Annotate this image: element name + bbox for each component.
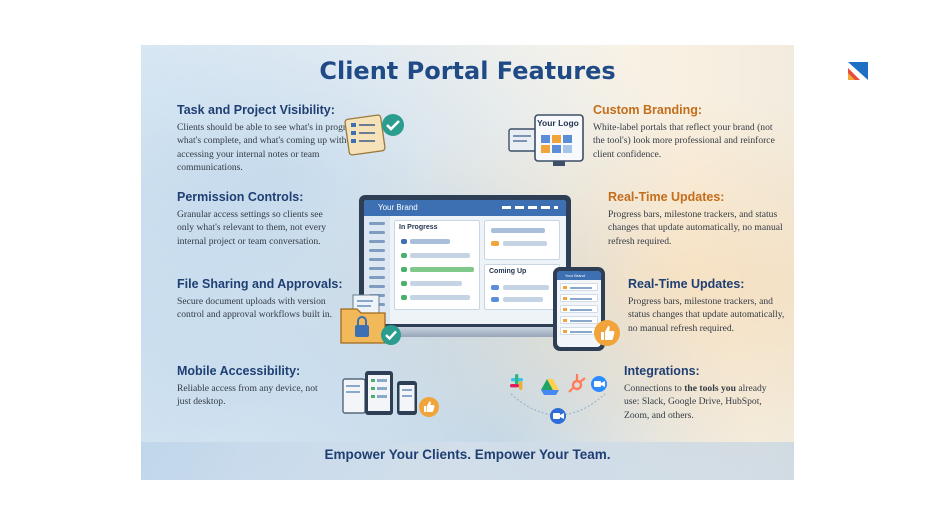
your-logo-label: Your Logo bbox=[537, 118, 579, 128]
feature-realtime-updates-2: Real-Time Updates: Progress bars, milest… bbox=[628, 277, 788, 335]
devices-icon bbox=[342, 371, 439, 417]
feature-mobile-accessibility: Mobile Accessibility: Reliable access fr… bbox=[177, 364, 327, 409]
page-title: Client Portal Features bbox=[319, 57, 616, 85]
feature-body: Granular access settings so clients see … bbox=[177, 209, 327, 247]
feature-task-visibility: Task and Project Visibility: Clients sho… bbox=[177, 103, 377, 175]
laptop-header: Your Brand bbox=[364, 200, 566, 216]
checklist-icon bbox=[344, 114, 404, 156]
feature-heading: Real-Time Updates: bbox=[628, 277, 745, 291]
coming-up-label: Coming Up bbox=[489, 268, 527, 275]
video-call-icon bbox=[550, 408, 566, 424]
phone-portal-illustration: Your Brand bbox=[553, 267, 605, 351]
laptop-portal-illustration: Your Brand In Progress Coming bbox=[347, 195, 583, 345]
folder-lock-icon bbox=[340, 294, 401, 345]
feature-heading: Integrations: bbox=[624, 364, 700, 378]
laptop-brand-label: Your Brand bbox=[378, 203, 418, 212]
brand-logo-icon bbox=[846, 60, 870, 82]
feature-body: Progress bars, milestone trackers, and s… bbox=[608, 209, 783, 247]
feature-heading: Mobile Accessibility: bbox=[177, 364, 301, 378]
feature-body: Progress bars, milestone trackers, and s… bbox=[628, 296, 785, 334]
feature-heading: Task and Project Visibility: bbox=[177, 103, 335, 117]
branding-monitor-illustration bbox=[508, 114, 584, 166]
feature-heading: Permission Controls: bbox=[177, 190, 304, 204]
slack-icon bbox=[510, 374, 523, 390]
integrations-illustration bbox=[510, 374, 607, 424]
footer-band bbox=[141, 442, 794, 480]
feature-realtime-updates: Real-Time Updates: Progress bars, milest… bbox=[608, 190, 788, 248]
feature-permission-controls: Permission Controls: Granular access set… bbox=[177, 190, 327, 248]
feature-body: Secure document uploads with version con… bbox=[177, 296, 333, 321]
feature-heading: Custom Branding: bbox=[593, 103, 703, 117]
feature-heading: Real-Time Updates: bbox=[608, 190, 725, 204]
in-progress-label: In Progress bbox=[399, 224, 438, 231]
zoom-icon bbox=[591, 376, 607, 392]
thumbs-up-icon bbox=[594, 320, 620, 346]
google-drive-icon bbox=[541, 379, 559, 395]
feature-file-sharing: File Sharing and Approvals: Secure docum… bbox=[177, 277, 347, 322]
feature-body: White-label portals that reflect your br… bbox=[593, 122, 775, 160]
tagline: Empower Your Clients. Empower Your Team. bbox=[324, 447, 611, 462]
feature-heading: File Sharing and Approvals: bbox=[177, 277, 343, 291]
checkmark-icon bbox=[382, 114, 404, 136]
feature-body: Reliable access from any device, not jus… bbox=[177, 383, 318, 408]
feature-custom-branding: Custom Branding: White-label portals tha… bbox=[593, 103, 778, 161]
feature-body: Connections to the tools you already use… bbox=[624, 383, 767, 421]
infographic-card: Client Portal Features Task and Project … bbox=[141, 45, 794, 480]
feature-body: Clients should be able to see what's in … bbox=[177, 122, 361, 174]
feature-integrations: Integrations: Connections to the tools y… bbox=[624, 364, 784, 422]
hubspot-icon bbox=[568, 374, 586, 393]
phone-brand-label: Your Brand bbox=[557, 271, 601, 280]
